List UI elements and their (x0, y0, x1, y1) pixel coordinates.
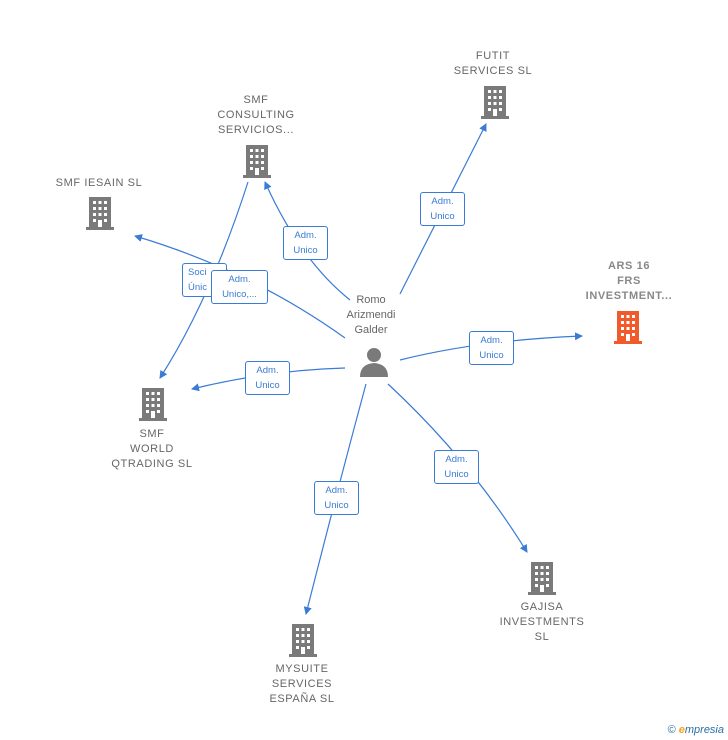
building-icon[interactable] (289, 624, 317, 657)
edge-label-ars16[interactable]: Adm. Unico (469, 331, 514, 365)
building-icon[interactable] (86, 197, 114, 230)
company-label-smf-world[interactable]: SMF WORLD QTRADING SL (111, 428, 193, 470)
company-label-gajisa[interactable]: GAJISA INVESTMENTS SL (499, 601, 585, 643)
company-label-futit[interactable]: FUTIT SERVICES SL (453, 50, 533, 77)
edge-label-gajisa[interactable]: Adm. Unico (434, 450, 479, 484)
person-icon[interactable] (360, 348, 388, 377)
edge-label-smf-world[interactable]: Adm. Unico (245, 361, 290, 395)
brand-logo-text: mpresia (684, 724, 724, 736)
company-label-ars16[interactable]: ARS 16 FRS INVESTMENT... (585, 260, 673, 302)
company-label-mysuite[interactable]: MYSUITE SERVICES ESPAÑA SL (269, 663, 335, 705)
edge-label-smf-iesain[interactable]: Adm. Unico,... (211, 270, 268, 304)
edge-label-mysuite[interactable]: Adm. Unico (314, 481, 359, 515)
edge-label-futit[interactable]: Adm. Unico (420, 192, 465, 226)
brand-logo-e: e (678, 724, 685, 736)
company-label-smf-consulting[interactable]: SMF CONSULTING SERVICIOS... (217, 94, 295, 136)
building-icon[interactable] (243, 145, 271, 178)
copyright-symbol: © (667, 724, 676, 736)
building-icon[interactable] (481, 86, 509, 119)
company-label-smf-iesain[interactable]: SMF IESAIN SL (55, 177, 143, 189)
building-icon[interactable] (614, 311, 642, 344)
building-icon[interactable] (139, 388, 167, 421)
brand-footer: © empresia (668, 724, 724, 736)
person-label[interactable]: Romo Arizmendi Galder (346, 294, 396, 336)
building-icon[interactable] (528, 562, 556, 595)
edge-label-smf-consulting[interactable]: Adm. Unico (283, 226, 328, 260)
